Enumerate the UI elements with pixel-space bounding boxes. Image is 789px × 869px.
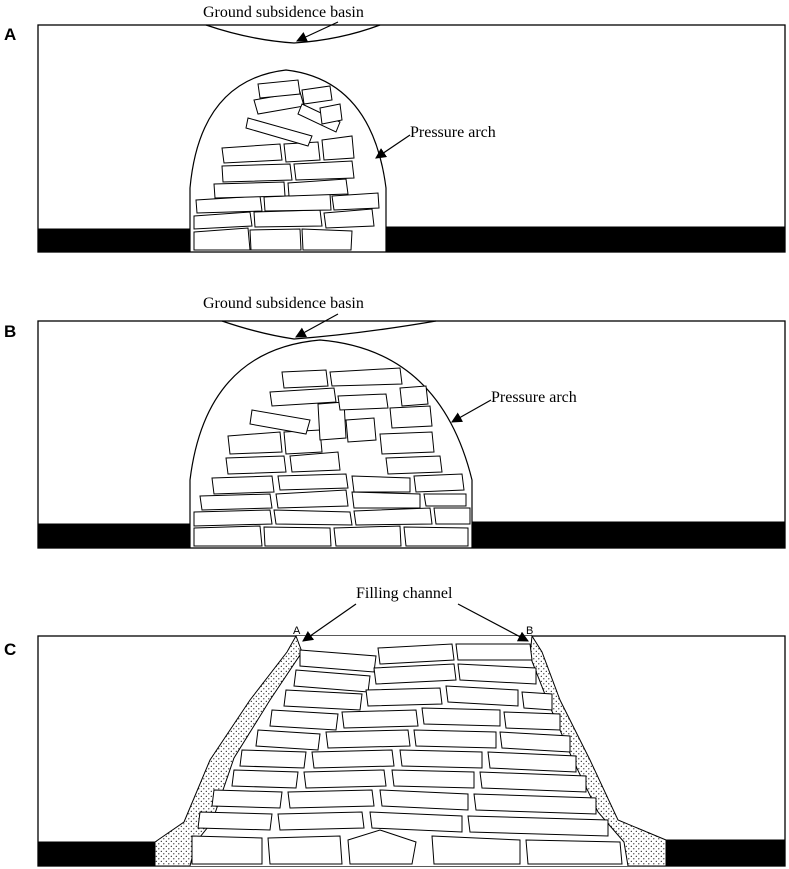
subsidence-arrow xyxy=(296,21,339,42)
subsidence-basin xyxy=(221,320,437,340)
pressure-arch-arrow xyxy=(451,399,492,423)
caved-blocks xyxy=(193,367,471,547)
filling-channel-right xyxy=(529,634,667,867)
filling-channel-left xyxy=(154,634,303,867)
point-a-label: A xyxy=(293,625,301,637)
pressure-arch xyxy=(189,69,387,252)
coal-seam-right xyxy=(665,839,786,867)
filling-channel-label: Filling channel xyxy=(356,585,453,602)
subsidence-arrow xyxy=(295,313,339,338)
subsidence-basin xyxy=(205,24,381,44)
coal-seam-right xyxy=(385,226,786,253)
panel-letter-a: A xyxy=(4,25,16,44)
pressure-arch-arrow xyxy=(375,134,411,159)
pressure-arch-label: Pressure arch xyxy=(491,389,577,406)
caved-blocks xyxy=(193,79,380,251)
pressure-arch xyxy=(189,339,473,548)
coal-seam-right xyxy=(471,521,786,549)
coal-seam-left xyxy=(37,841,156,867)
pressure-arch-label: Pressure arch xyxy=(410,124,496,141)
filling-channel-arrow-a xyxy=(302,603,357,642)
panel-letter-b: B xyxy=(4,322,16,341)
point-b-label: B xyxy=(526,625,533,637)
filling-channel-arrow-b xyxy=(457,603,529,642)
caved-blocks xyxy=(191,643,623,865)
panel-a: A Groun xyxy=(4,4,786,253)
subsidence-label: Ground subsidence basin xyxy=(203,295,364,312)
subsidence-label: Ground subsidence basin xyxy=(203,4,364,21)
strata-box xyxy=(37,24,786,253)
panel-letter-c: C xyxy=(4,640,16,659)
coal-seam-left xyxy=(37,523,191,549)
panel-c: C xyxy=(4,585,786,867)
panel-b: B xyxy=(4,295,786,549)
coal-seam-left xyxy=(37,228,191,253)
